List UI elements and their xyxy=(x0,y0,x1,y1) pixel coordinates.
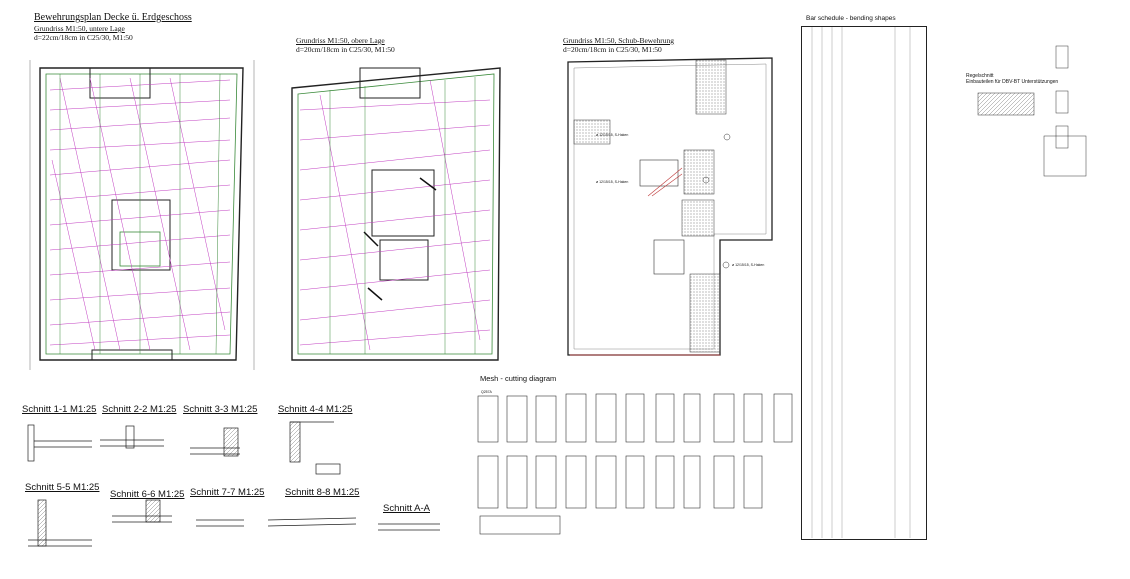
section-4-title: Schnitt 4-4 M1:25 xyxy=(278,404,353,415)
detail-header: Regelschnitt Einbauteilen für DBV-BT Unt… xyxy=(966,73,1058,85)
shear-label-2: ø 12/15/15, S-Haken xyxy=(596,180,629,184)
plan-1-title: Grundriss M1:50, untere Lage xyxy=(34,24,125,33)
plan-2-drawing xyxy=(291,67,501,361)
detail-subtitle: Einbauteilen für DBV-BT Unterstützungen xyxy=(966,79,1059,85)
section-8-title: Schnitt 8-8 M1:25 xyxy=(285,487,360,498)
plan-1-note: d=22cm/18cm in C25/30, M1:50 xyxy=(34,33,133,42)
plan-1-drawing xyxy=(29,60,255,370)
plan-2-title: Grundriss M1:50, obere Lage xyxy=(296,36,385,45)
section-6-title: Schnitt 6-6 M1:25 xyxy=(110,489,185,500)
mesh-label: Q257A xyxy=(481,390,492,394)
schedule-title: Bar schedule - bending shapes xyxy=(806,15,896,22)
plan-1-header: Grundriss M1:50, untere Lage d=22cm/18cm… xyxy=(34,24,133,42)
sheet-title: Bewehrungsplan Decke ü. Erdgeschoss xyxy=(34,12,192,23)
sections-drawing xyxy=(27,421,440,547)
plan-2-header: Grundriss M1:50, obere Lage d=20cm/18cm … xyxy=(296,36,395,54)
mesh-diagram-title: Mesh - cutting diagram xyxy=(480,374,557,383)
plan-3-header: Grundriss M1:50, Schub-Bewehrung d=20cm/… xyxy=(563,36,674,54)
plan-3-note: d=20cm/18cm in C25/30, M1:50 xyxy=(563,45,662,54)
mesh-diagram xyxy=(477,393,793,535)
section-3-title: Schnitt 3-3 M1:25 xyxy=(183,404,258,415)
bar-schedule-table xyxy=(801,26,927,540)
schedule-grid xyxy=(811,26,911,538)
shear-label-3: ø 12/15/15, S-Haken xyxy=(732,263,765,267)
detail-drawing xyxy=(977,45,1087,177)
plan-3-title: Grundriss M1:50, Schub-Bewehrung xyxy=(563,36,675,45)
section-2-title: Schnitt 2-2 M1:25 xyxy=(102,404,177,415)
section-1-title: Schnitt 1-1 M1:25 xyxy=(22,404,97,415)
detail-title: Regelschnitt xyxy=(966,73,994,79)
shear-label-1: ø 12/15/15, S-Haken xyxy=(596,133,629,137)
plan-2-note: d=20cm/18cm in C25/30, M1:50 xyxy=(296,45,395,54)
section-aa-title: Schnitt A-A xyxy=(383,503,430,514)
section-7-title: Schnitt 7-7 M1:25 xyxy=(190,487,265,498)
plan-3-drawing xyxy=(567,57,773,356)
section-5-title: Schnitt 5-5 M1:25 xyxy=(25,482,100,493)
